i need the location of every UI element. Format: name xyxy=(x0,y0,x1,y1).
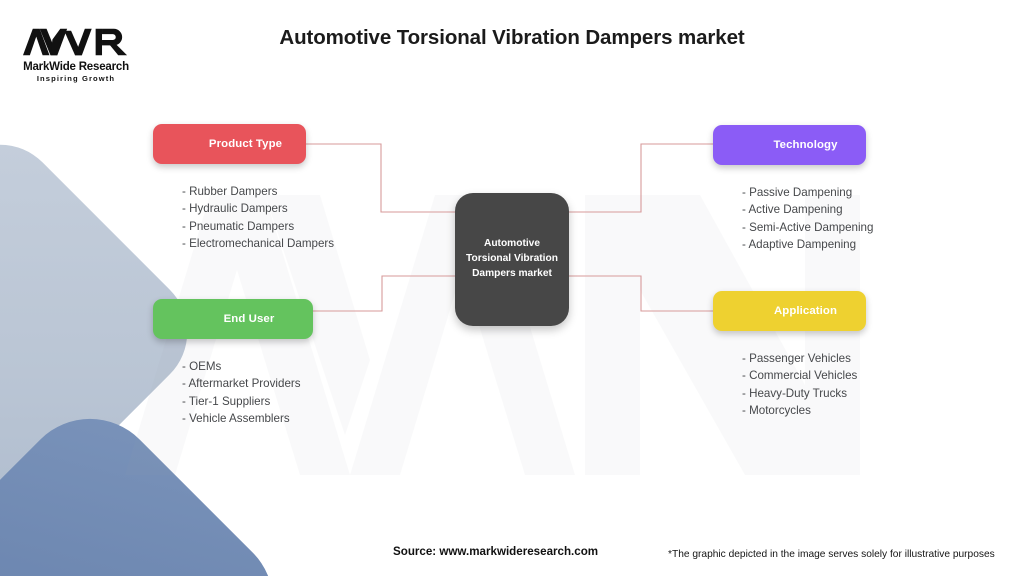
branch-label-application: Application xyxy=(773,305,838,317)
list-item: - Passive Dampening xyxy=(742,186,853,199)
list-item: - Pneumatic Dampers xyxy=(182,219,295,233)
logo-tagline: Inspiring Growth xyxy=(36,74,116,83)
connector-application xyxy=(563,275,713,312)
center-node-line-3: Dampers market xyxy=(472,267,552,279)
list-item: - OEMs xyxy=(182,360,222,373)
branch-header-application[interactable]: Application xyxy=(713,291,866,331)
branch-label-technology: Technology xyxy=(773,139,838,151)
branch-label-end-user: End User xyxy=(223,313,275,325)
list-item: - Hydraulic Dampers xyxy=(182,202,288,216)
branch-header-technology[interactable]: Technology xyxy=(713,125,866,165)
brand-logo: MarkWide Research Inspiring Growth xyxy=(16,24,136,83)
list-item: - Rubber Dampers xyxy=(182,185,278,198)
list-item: - Passenger Vehicles xyxy=(742,352,851,365)
list-item: - Vehicle Assemblers xyxy=(182,412,290,426)
center-node-label: Automotive Torsional Vibration Dampers m… xyxy=(460,237,564,281)
branch-product-type: Product Type - Rubber Dampers - Hydrauli… xyxy=(153,124,335,253)
connector-product-type xyxy=(306,143,461,213)
list-item: - Tier-1 Suppliers xyxy=(182,394,271,408)
branch-list-end-user: - OEMs - Aftermarket Providers - Tier-1 … xyxy=(182,358,313,428)
list-item: - Adaptive Dampening xyxy=(742,238,857,252)
branch-end-user: End User - OEMs - Aftermarket Providers … xyxy=(153,299,313,428)
branch-header-end-user[interactable]: End User xyxy=(153,299,313,339)
list-item: - Active Dampening xyxy=(742,203,843,217)
page-title: Automotive Torsional Vibration Dampers m… xyxy=(279,26,745,49)
list-item: - Semi-Active Dampening xyxy=(742,220,874,234)
branch-header-product-type[interactable]: Product Type xyxy=(153,124,306,164)
branch-label-product-type: Product Type xyxy=(208,138,283,150)
list-item: - Aftermarket Providers xyxy=(182,377,301,391)
list-item: - Electromechanical Dampers xyxy=(182,237,335,251)
center-node[interactable]: Automotive Torsional Vibration Dampers m… xyxy=(455,193,569,326)
list-item: - Motorcycles xyxy=(742,404,811,418)
mwr-monogram-icon xyxy=(22,28,128,56)
list-item: - Heavy-Duty Trucks xyxy=(742,386,848,400)
source-label: Source: www.markwideresearch.com xyxy=(393,545,599,558)
branch-list-technology: - Passive Dampening - Active Dampening -… xyxy=(742,184,874,254)
center-node-line-1: Automotive xyxy=(483,238,540,250)
list-item: - Commercial Vehicles xyxy=(742,369,858,383)
branch-application: Application - Passenger Vehicles - Comme… xyxy=(713,291,866,420)
disclaimer-label: *The graphic depicted in the image serve… xyxy=(668,549,995,560)
branch-list-application: - Passenger Vehicles - Commercial Vehicl… xyxy=(742,350,866,420)
branch-technology: Technology - Passive Dampening - Active … xyxy=(713,125,874,254)
connector-technology xyxy=(563,143,713,213)
connector-end-user xyxy=(313,275,461,312)
branch-list-product-type: - Rubber Dampers - Hydraulic Dampers - P… xyxy=(182,183,335,253)
center-node-line-2: Torsional Vibration xyxy=(466,253,558,265)
logo-brand-name: MarkWide Research xyxy=(23,61,129,73)
